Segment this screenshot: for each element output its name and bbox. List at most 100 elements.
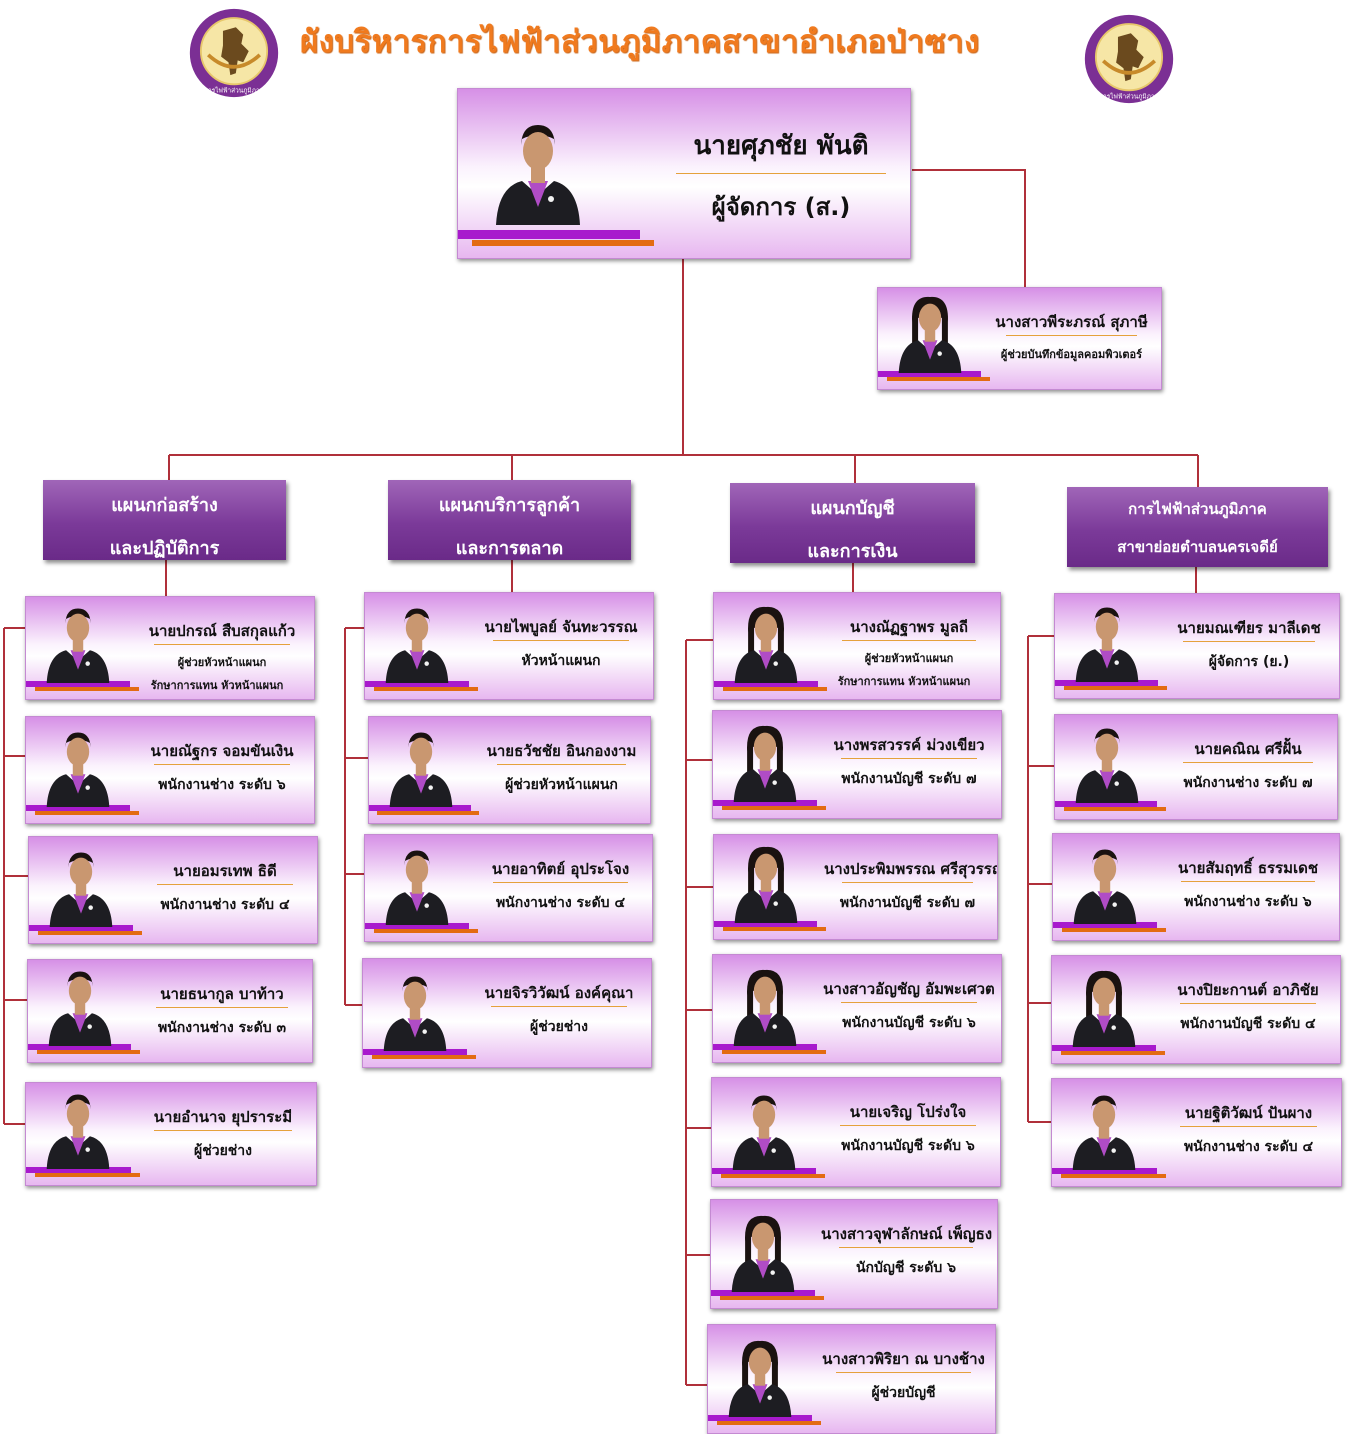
divider [1181,881,1315,882]
staff-card: นายไพบูลย์ จันทะวรรณหัวหน้าแผนก [364,592,654,700]
person-name: นายมณเฑียร มาลีเดช [1177,619,1321,637]
staff-card: นางสาวจุฬาลักษณ์ เพ็ญธงนักบัญชี ระดับ ๖ [710,1199,998,1309]
person-name: นายศุภชัย พันติ [693,131,869,161]
divider [842,882,973,883]
department-header: แผนกบริการลูกค้าและการตลาด [388,480,631,560]
department-name-line2: สาขาย่อยตำบลนครเจดีย์ [1117,538,1278,556]
person-name: นายจิรวิวัฒน์ องค์คุณา [484,984,634,1002]
person-photo-icon [385,850,449,925]
accent-stripe [1052,1168,1157,1174]
department-name: การไฟฟ้าส่วนภูมิภาค [1128,500,1267,518]
person-role: ผู้ช่วยหัวหน้าแผนก [864,652,954,665]
divider [1180,1003,1316,1004]
pea-seal-icon: การไฟฟ้าส่วนภูมิภาค [1084,14,1174,104]
page-title: ผังบริหารการไฟฟ้าส่วนภูมิภาคสาขาอำเภอป่า… [300,24,980,60]
person-photo-icon [385,608,449,683]
accent-stripe [1064,686,1167,690]
accent-stripe [723,927,826,931]
department-name: แผนกก่อสร้าง [111,495,218,516]
person-name: นางสาวอัญชัญ อัมพะเศวต [823,980,995,998]
divider [839,1247,973,1248]
staff-card: นายณัฐกร จอมขันเงินพนักงานช่าง ระดับ ๖ [25,716,315,824]
assistant-card: นางสาวพีระภรณ์ สุภาษีผู้ช่วยบันทึกข้อมูล… [877,287,1162,390]
person-role: พนักงานช่าง ระดับ ๔ [495,895,626,911]
person-name: นายสัมฤทธิ์ ธรรมเดช [1177,859,1319,877]
person-name: นายณัฐกร จอมขันเงิน [150,742,294,760]
divider [1180,1126,1317,1127]
staff-card: นางประพิมพรรณ ศรีสุวรรณ์พนักงานบัญชี ระด… [713,834,998,940]
person-photo-icon [733,725,797,802]
person-photo-icon [46,1094,110,1169]
person-name: นายอำนาจ ยุปราระมี [153,1108,293,1126]
staff-card: นางปิยะกานต์ อาภิชัยพนักงานบัญชี ระดับ ๔ [1051,955,1341,1064]
person-role: ผู้ช่วยหัวหน้าแผนก [177,656,267,669]
person-role: ผู้จัดการ (ย.) [1208,654,1290,670]
logo-text: การไฟฟ้าส่วนภูมิภาค [1099,93,1159,101]
accent-stripe [38,931,142,935]
staff-card: นายคณิณ ศรีฝั้นพนักงานช่าง ระดับ ๗ [1054,714,1338,820]
accent-stripe [712,1168,816,1174]
person-role: พนักงานช่าง ระดับ ๖ [158,777,286,793]
divider [1183,762,1313,763]
accent-stripe [720,1296,824,1300]
person-photo-icon [496,125,580,225]
person-name: นายคณิณ ศรีฝั้น [1194,740,1302,758]
person-name: นายธนากูล บาท้าว [160,985,284,1003]
person-name: นายเจริญ โปร่งใจ [849,1103,967,1121]
pea-seal-icon: การไฟฟ้าส่วนภูมิภาค [189,8,279,98]
divider [154,1130,292,1131]
department-name: แผนกบริการลูกค้า [438,495,581,516]
accent-stripe [717,1421,821,1425]
person-photo-icon [49,852,113,927]
accent-stripe [363,1049,467,1055]
person-role: พนักงานช่าง ระดับ ๓ [157,1020,287,1036]
person-photo-icon [1072,1095,1136,1170]
accent-stripe [714,681,818,687]
accent-stripe [1052,1045,1156,1051]
person-role: พนักงานช่าง ระดับ ๔ [160,897,290,913]
staff-card: นายสัมฤทธิ์ ธรรมเดชพนักงานช่าง ระดับ ๖ [1052,833,1340,941]
logo-text: การไฟฟ้าส่วนภูมิภาค [204,87,264,95]
person-role: พนักงานช่าง ระดับ ๗ [1183,775,1313,791]
person-name: นายฐิติวัฒน์ ปันผาง [1184,1104,1313,1122]
accent-stripe [26,681,130,687]
person-photo-icon [383,976,447,1051]
accent-stripe [35,811,139,815]
person-photo-icon [389,732,453,807]
person-role: ผู้ช่วยช่าง [194,1143,252,1159]
accent-stripe [26,805,130,811]
divider [493,882,628,883]
person-name: นางพรสวรรค์ ม่วงเขียว [833,736,985,754]
staff-card: นางสาวอัญชัญ อัมพะเศวตพนักงานบัญชี ระดับ… [712,954,1002,1063]
divider [493,640,629,641]
divider [491,1006,627,1007]
person-photo-icon [1075,607,1139,682]
accent-stripe [1055,801,1157,807]
person-name: นายอาทิตย์ อุประโจง [491,860,630,878]
department-name-line2: และปฏิบัติการ [109,538,220,559]
divider [676,173,886,174]
person-role: ผู้ช่วยบันทึกข้อมูลคอมพิวเตอร์ [1000,348,1143,361]
manager-card: นายศุภชัย พันติผู้จัดการ (ส.) [457,88,911,259]
person-name: นางณัฏฐาพร มูลถี [849,618,968,636]
accent-stripe [472,240,654,246]
divider [157,884,293,885]
person-photo-icon [734,846,798,923]
accent-stripe [28,1044,131,1050]
person-role-acting: รักษาการแทน หัวหน้าแผนก [150,679,284,692]
accent-stripe [721,1174,825,1178]
divider [497,764,626,765]
person-role: ผู้จัดการ (ส.) [711,193,851,221]
accent-stripe [374,687,478,691]
divider [840,1125,976,1126]
divider [154,764,290,765]
staff-card: นายมณเฑียร มาลีเดชผู้จัดการ (ย.) [1054,593,1340,699]
divider [154,644,290,645]
accent-stripe [369,805,471,811]
accent-stripe [365,923,469,929]
person-role: พนักงานบัญชี ระดับ ๗ [839,895,976,911]
person-role-acting: รักษาการแทน หัวหน้าแผนก [837,675,971,688]
person-name: นางสาวพีระภรณ์ สุภาษี [995,313,1148,331]
person-photo-icon [1073,849,1137,924]
